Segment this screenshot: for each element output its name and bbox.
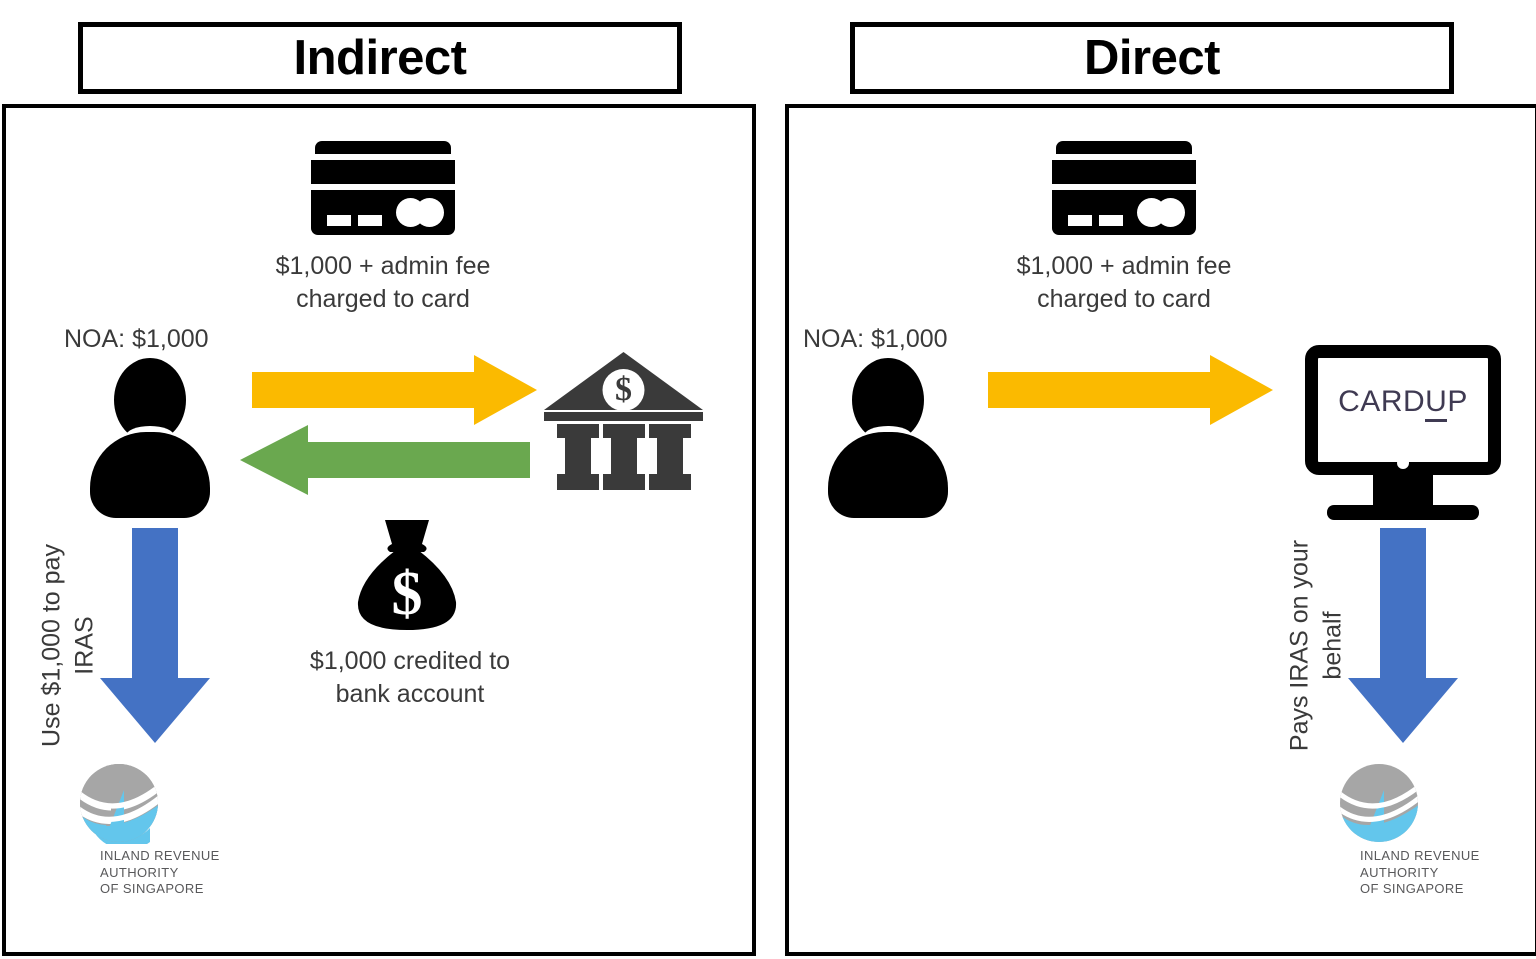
iras-emblem [80,764,158,850]
bank-icon: $ [544,352,703,490]
iras-logo-indirect: INLAND REVENUE AUTHORITY OF SINGAPORE [78,762,283,907]
card-chip-right [358,215,382,226]
svg-text:$: $ [392,560,423,628]
arrow-down-blue-indirect [100,528,210,743]
person-icon-direct [828,358,948,518]
card-caption-indirect: $1,000 + admin fee charged to card [275,252,491,313]
card-chip-left [1068,215,1092,226]
card-chip-right [1099,215,1123,226]
person-icon-indirect [90,358,210,518]
monitor-stand-base [1327,505,1479,520]
arrow-down-blue-direct [1348,528,1458,743]
cardup-logo-text: CARDUP [1305,385,1501,422]
monitor-power-dot [1397,457,1409,469]
arrow-right-yellow-direct [988,355,1273,425]
monitor-cardup-icon: CARDUP [1305,345,1501,520]
bag-caption-indirect: $1,000 credited to bank account [309,647,511,708]
iras-logo-direct: INLAND REVENUE AUTHORITY OF SINGAPORE [1338,762,1536,907]
person-body [828,432,948,518]
vertical-label-direct: Pays IRAS on your behalf [1285,539,1347,752]
card-top-edge [1056,141,1192,154]
iras-emblem [1340,764,1418,842]
vertical-label-indirect: Use $1,000 to pay IRAS [37,544,99,747]
cardup-logo-p: P [1447,385,1468,418]
card-magnetic-stripe [1052,160,1196,184]
card-caption-direct: $1,000 + admin fee charged to card [1016,252,1232,313]
cardup-logo-u: U [1425,385,1448,422]
iras-logo-text: INLAND REVENUE AUTHORITY OF SINGAPORE [1360,848,1480,897]
money-bag-icon: $ [357,520,457,630]
title-label-indirect: Indirect [293,30,467,85]
svg-text:$: $ [615,371,632,408]
card-chip-left [327,215,351,226]
credit-card-icon [311,141,455,235]
card-circle-right [415,198,444,227]
arrow-left-green-indirect [240,425,530,495]
monitor-stand-neck [1373,475,1433,507]
card-magnetic-stripe [311,160,455,184]
title-box-direct: Direct [850,22,1454,94]
title-label-direct: Direct [1084,30,1220,85]
card-top-edge [315,141,451,154]
title-box-indirect: Indirect [78,22,682,94]
noa-label-direct: NOA: $1,000 [803,325,948,353]
cardup-logo-card: CARD [1338,385,1426,418]
card-circle-right [1156,198,1185,227]
monitor-screen-frame [1305,345,1501,475]
arrow-right-yellow-indirect [252,355,537,425]
noa-label-indirect: NOA: $1,000 [64,325,209,353]
person-body [90,432,210,518]
iras-logo-text: INLAND REVENUE AUTHORITY OF SINGAPORE [100,848,220,897]
credit-card-icon-direct [1052,141,1196,235]
